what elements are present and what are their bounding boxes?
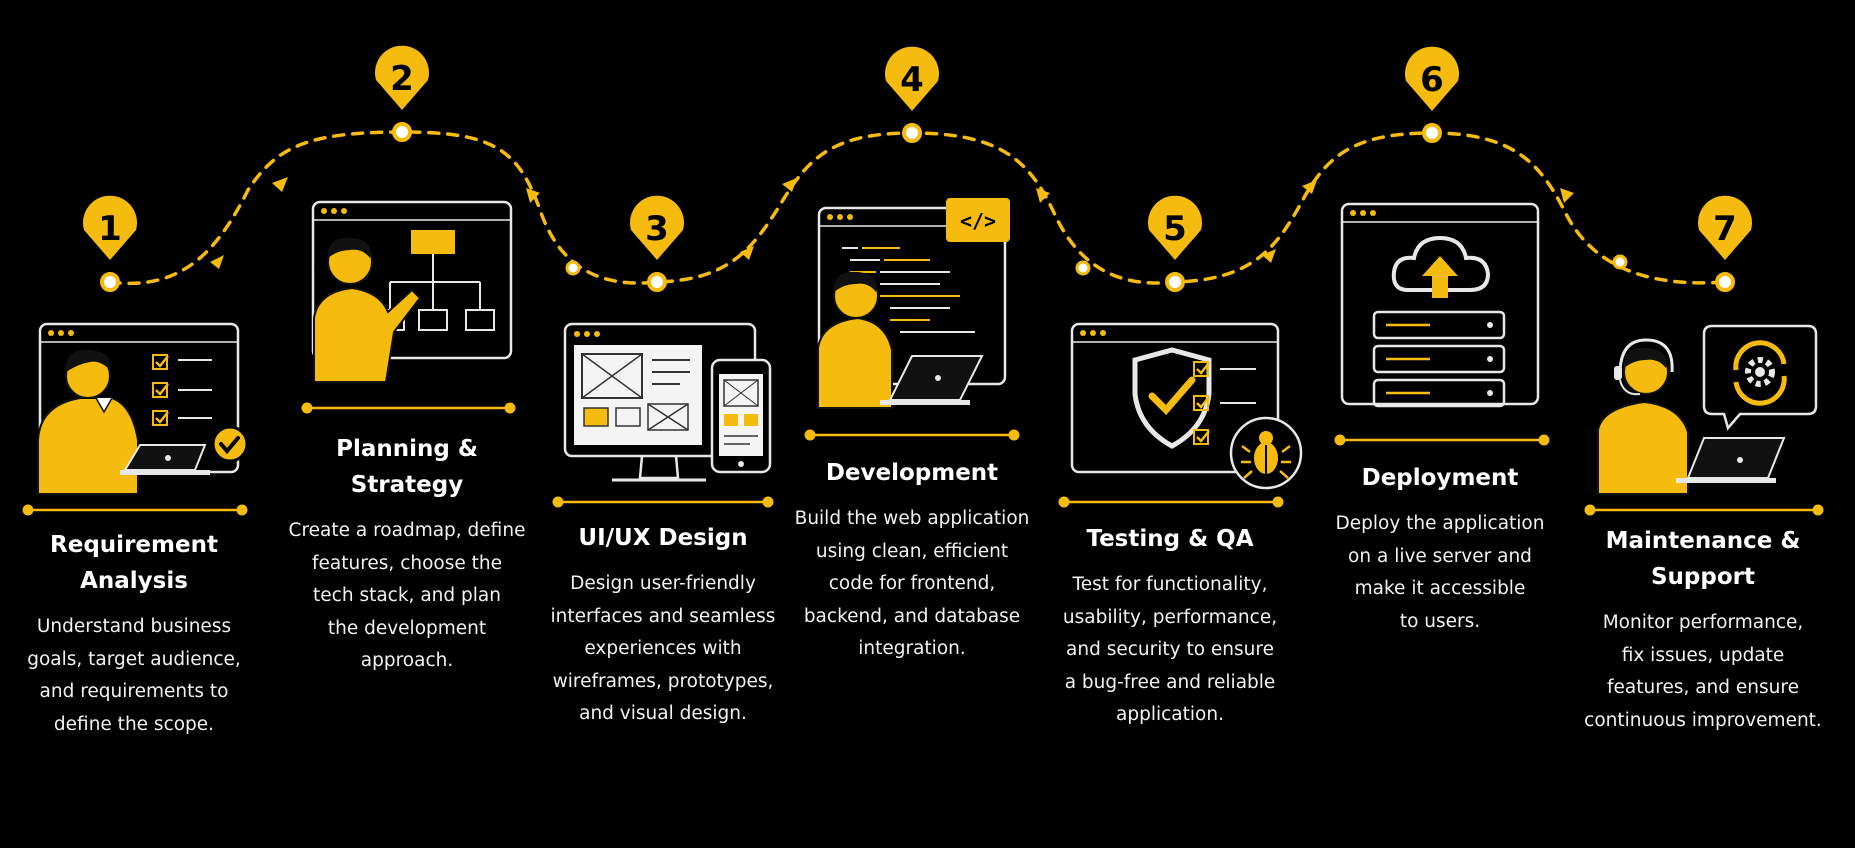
arrow-icon	[272, 177, 288, 192]
step-4-number: 4	[900, 60, 924, 100]
step-7-number: 7	[1713, 209, 1737, 249]
step-7-description: Monitor performance, fix issues, update …	[1584, 612, 1822, 731]
checklist-icon	[1193, 361, 1256, 445]
arrow-icon	[1262, 249, 1276, 263]
step-5-illustration	[1070, 322, 1303, 490]
location-pin-icon	[1405, 46, 1459, 111]
step-4-description: Build the web application using clean, e…	[794, 508, 1030, 659]
step-6-underline	[1334, 434, 1550, 446]
step-3-description: Design user-friendly interfaces and seam…	[550, 573, 776, 724]
step-5-number: 5	[1163, 209, 1187, 249]
step-5-card: Testing & QA Test for functionality, usa…	[1040, 521, 1300, 732]
browser-window	[1340, 202, 1540, 406]
step-2-marker: 2	[375, 45, 430, 142]
location-pin-icon	[1698, 195, 1752, 260]
check-badge-icon	[211, 425, 249, 463]
step-3-title: UI/UX Design	[578, 525, 748, 551]
step-1-title: Requirement Analysis	[50, 532, 218, 594]
step-5-title: Testing & QA	[1086, 526, 1254, 552]
person-coding-icon	[817, 271, 984, 409]
arrow-icon	[1560, 188, 1574, 203]
step-4-title: Development	[825, 460, 999, 486]
step-3-number: 3	[645, 209, 669, 249]
code-lines	[842, 247, 975, 333]
step-2-description: Create a roadmap, define features, choos…	[288, 520, 526, 671]
step-1-number: 1	[98, 209, 122, 249]
arrow-icon	[1036, 188, 1050, 203]
step-1-card: Requirement Analysis Understand business…	[4, 527, 264, 741]
bug-icon	[1229, 416, 1303, 490]
step-4-illustration: </>	[817, 198, 1010, 409]
step-7-marker: 7	[1698, 195, 1752, 292]
location-pin-icon	[885, 46, 939, 111]
path-node	[1715, 272, 1735, 292]
step-4-marker: 4	[885, 46, 939, 143]
laptop-icon	[1676, 437, 1786, 483]
step-1-marker: 1	[82, 195, 137, 292]
svg-text:</>: </>	[960, 209, 996, 233]
wireframe-icon	[574, 345, 702, 445]
step-1-description: Understand business goals, target audien…	[27, 616, 241, 735]
step-3-marker: 3	[630, 195, 684, 292]
step-7-title: Maintenance & Support	[1605, 528, 1801, 590]
step-5-underline	[1058, 496, 1284, 508]
gear-cycle-icon	[1702, 324, 1818, 431]
checklist-icon	[152, 354, 212, 426]
location-pin-icon	[82, 195, 137, 260]
arrow-icon	[1302, 180, 1317, 194]
location-pin-icon	[1148, 195, 1202, 260]
path-arrows	[210, 177, 1574, 269]
step-6-card: Deployment Deploy the application on a l…	[1310, 460, 1570, 638]
flowchart-icon	[375, 230, 495, 331]
path-node	[1422, 123, 1442, 143]
step-6-marker: 6	[1405, 46, 1459, 143]
person-pointing-icon	[313, 237, 422, 383]
browser-window	[1070, 322, 1280, 474]
arrow-icon	[210, 255, 224, 269]
arrow-icon	[740, 246, 754, 260]
step-2-title: Planning & Strategy	[336, 436, 478, 498]
step-3-illustration	[563, 322, 772, 482]
code-tag-icon: </>	[946, 198, 1010, 242]
step-7-card: Maintenance & Support Monitor performanc…	[1573, 523, 1833, 737]
path-node	[100, 272, 120, 292]
step-underlines	[22, 402, 1824, 516]
location-pin-icon	[630, 195, 684, 260]
step-2-illustration	[311, 200, 513, 383]
step-4-card: Development Build the web application us…	[782, 455, 1042, 666]
step-6-illustration	[1340, 202, 1540, 408]
step-7-underline	[1584, 504, 1824, 516]
shield-check-icon	[1132, 347, 1212, 449]
path-node	[1165, 272, 1185, 292]
browser-window	[311, 200, 513, 360]
server-rack-icon	[1372, 310, 1506, 408]
step-6-number: 6	[1420, 60, 1444, 100]
mobile-phone-icon	[710, 358, 772, 474]
path-node	[902, 123, 922, 143]
cloud-upload-icon	[1391, 235, 1491, 298]
step-6-description: Deploy the application on a live server …	[1335, 513, 1545, 632]
path-node	[392, 122, 412, 142]
path-node	[647, 272, 667, 292]
step-3-underline	[552, 496, 774, 508]
person-at-laptop-icon	[37, 349, 210, 495]
step-4-underline	[804, 429, 1020, 441]
path-dots	[565, 254, 1628, 276]
step-2-underline	[301, 402, 516, 414]
support-agent-icon	[1597, 338, 1689, 495]
location-pin-icon	[375, 45, 430, 110]
arrow-icon	[526, 188, 540, 203]
arrow-icon	[782, 178, 797, 192]
step-5-description: Test for functionality, usability, perfo…	[1062, 574, 1278, 725]
step-markers: 1 2 3 4 5 6 7	[82, 45, 1752, 292]
step-6-title: Deployment	[1361, 465, 1519, 491]
step-7-illustration	[1597, 324, 1818, 495]
step-2-number: 2	[390, 59, 414, 99]
step-1-underline	[22, 504, 248, 516]
step-5-marker: 5	[1148, 195, 1202, 292]
step-2-card: Planning & Strategy Create a roadmap, de…	[277, 431, 537, 678]
step-3-card: UI/UX Design Design user-friendly interf…	[533, 520, 793, 731]
step-1-illustration	[37, 322, 249, 495]
